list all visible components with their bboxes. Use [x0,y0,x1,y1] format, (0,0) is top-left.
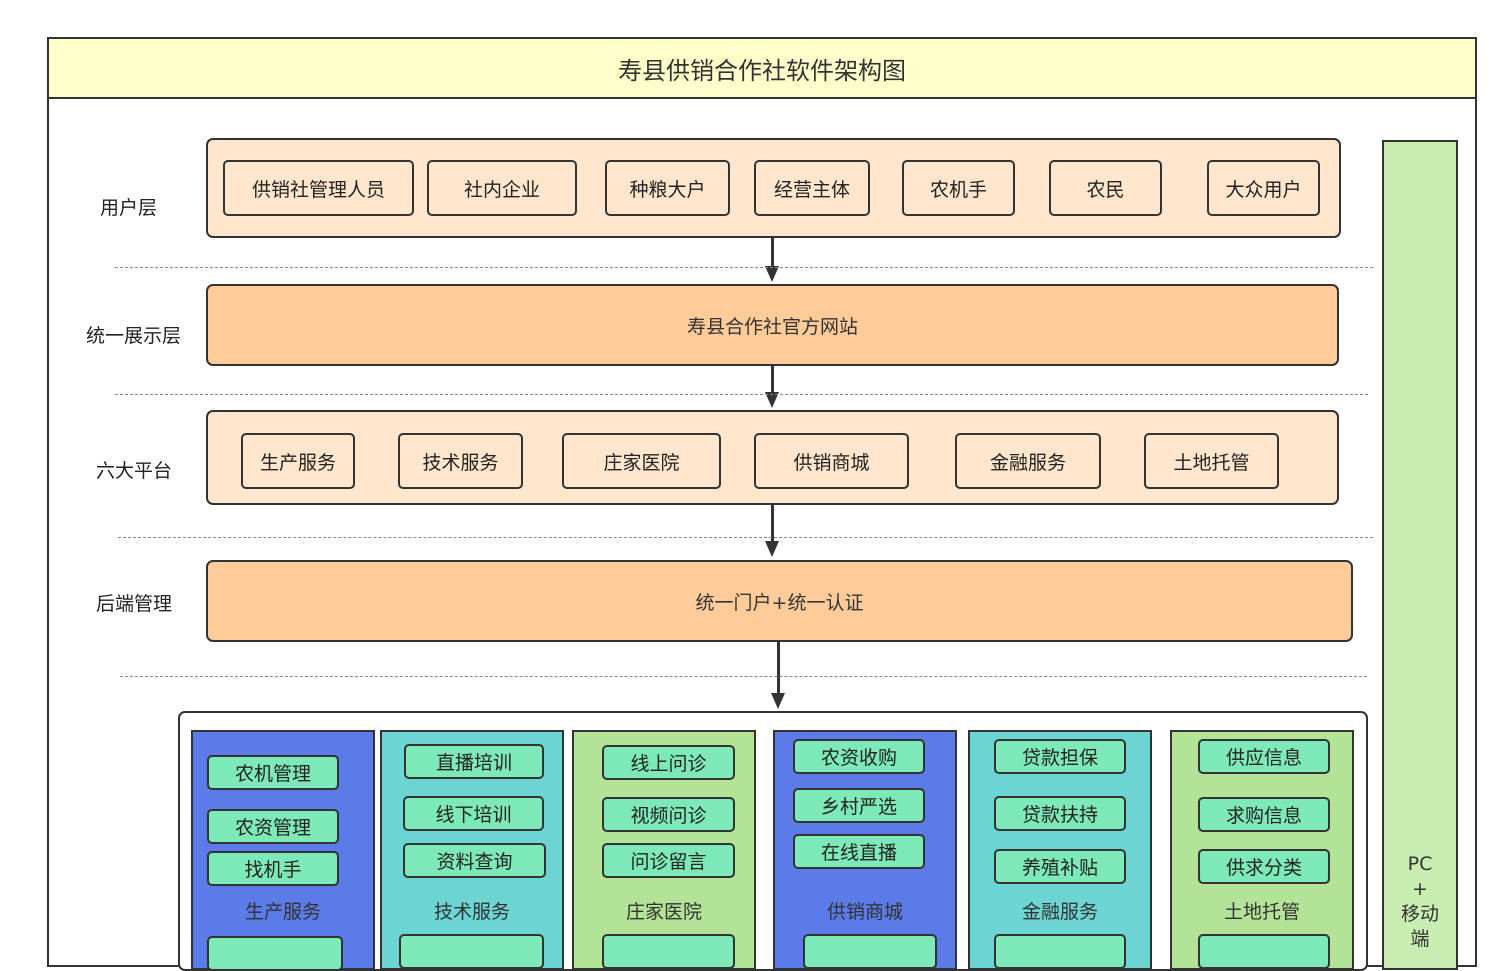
layer-divider [115,267,1373,268]
layer-label-backend: 后端管理 [96,593,173,615]
module-label: 金融服务 [1021,901,1098,923]
user-item: 供销社管理人员 [223,160,414,216]
flow-arrow-line [771,505,774,543]
module-item: 问诊留言 [602,843,735,878]
layer-label-display: 统一展示层 [86,325,182,347]
module-item: 贷款担保 [994,739,1126,774]
platform-item: 金融服务 [955,433,1101,489]
module-item: 资料查询 [403,843,546,878]
module-item: 线上问诊 [602,745,735,780]
flow-arrow-line [771,238,774,268]
platform-item: 土地托管 [1144,433,1279,489]
layer-divider [120,676,1367,677]
side-line: 端 [1410,928,1430,950]
flow-arrow-line [771,366,774,394]
user-item: 大众用户 [1207,160,1320,216]
module-item-clipped [399,934,544,969]
module-item: 贷款扶持 [994,796,1126,831]
module-item: 养殖补贴 [994,849,1126,884]
module-item: 视频问诊 [602,797,735,832]
module-label: 生产服务 [244,901,321,923]
module-item: 直播培训 [404,744,544,779]
module-item: 找机手 [207,851,339,886]
module-label: 庄家医院 [625,901,702,923]
module-item-clipped [803,934,937,969]
module-item: 线下培训 [403,796,544,831]
flow-arrow-line [777,642,780,695]
platform-item: 生产服务 [241,433,355,489]
backend-layer-band: 统一门户+统一认证 [206,560,1353,642]
side-line: PC [1407,853,1433,875]
client-side-label: PC + 移动 端 [1382,852,1458,952]
platform-item: 供销商城 [754,433,909,489]
user-item: 社内企业 [427,160,577,216]
module-item-clipped [1198,934,1330,969]
module-label: 土地托管 [1223,901,1300,923]
module-label: 技术服务 [433,901,510,923]
flow-arrow-head [765,266,779,282]
module-label: 供销商城 [826,901,903,923]
module-item: 乡村严选 [793,788,925,823]
platform-item: 庄家医院 [562,433,721,489]
platform-item: 技术服务 [398,433,523,489]
user-item: 农机手 [902,160,1015,216]
module-item-clipped [994,934,1126,969]
module-item-clipped [602,934,735,969]
display-layer-band: 寿县合作社官方网站 [206,284,1339,366]
module-item: 农资管理 [207,809,339,844]
module-item: 供应信息 [1198,739,1330,774]
module-item: 农机管理 [207,755,339,790]
side-line: 移动 [1400,903,1439,925]
user-item: 种粮大户 [605,160,730,216]
layer-divider [115,394,1368,395]
flow-arrow-head [765,392,779,408]
module-item: 在线直播 [793,834,925,869]
diagram-title: 寿县供销合作社软件架构图 [47,37,1477,99]
user-item: 经营主体 [754,160,870,216]
user-item: 农民 [1049,160,1162,216]
layer-label-platform: 六大平台 [96,460,173,482]
layer-label-user: 用户层 [100,197,158,219]
module-item: 求购信息 [1198,797,1330,832]
side-line: + [1412,878,1428,900]
module-item-clipped [207,936,343,971]
module-item: 农资收购 [793,739,925,774]
layer-divider [118,537,1373,538]
module-item: 供求分类 [1198,849,1330,884]
flow-arrow-head [765,541,779,557]
flow-arrow-head [771,693,785,709]
client-side-panel [1382,140,1458,970]
